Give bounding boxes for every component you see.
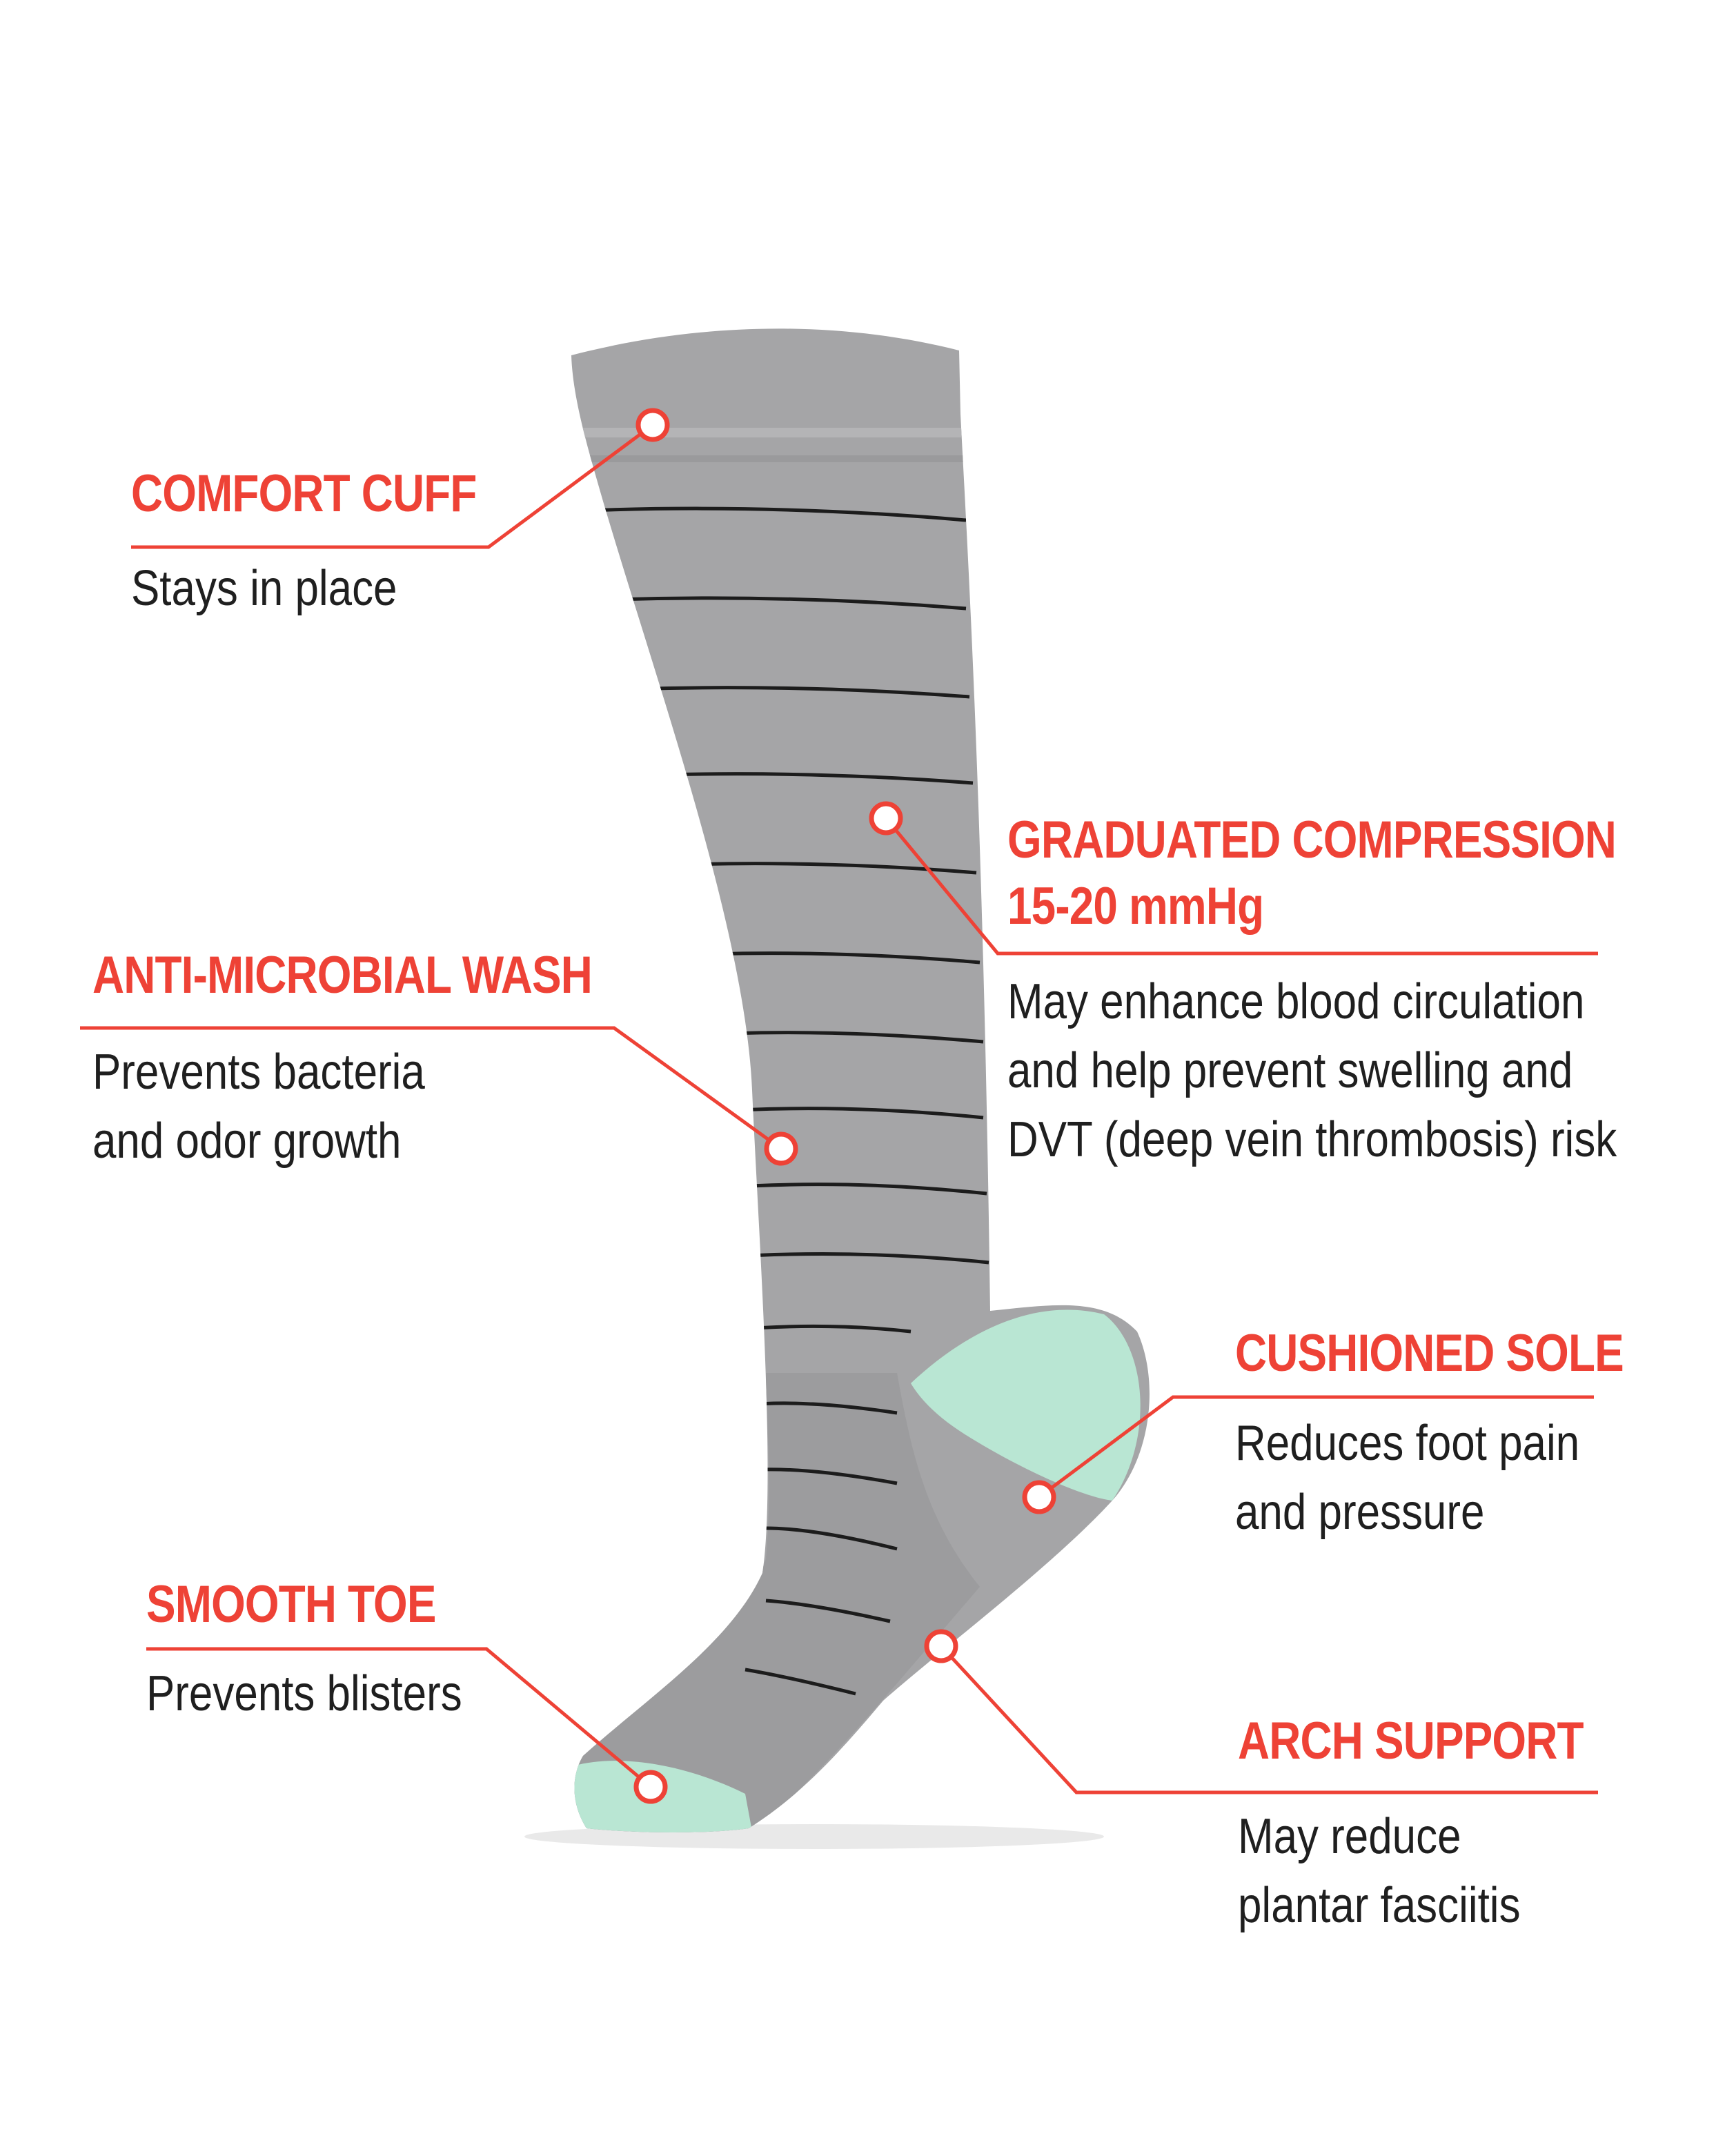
callout-desc-line: and odor growth bbox=[92, 1114, 402, 1169]
stripe bbox=[755, 1324, 911, 1334]
callout-description: Prevents bacteria and odor growth bbox=[92, 1038, 425, 1176]
stripe bbox=[748, 1252, 989, 1265]
leader-smooth-toe bbox=[146, 1647, 652, 1788]
cuff-band bbox=[571, 455, 1000, 462]
callout-title: GRADUATED COMPRESSION 15-20 mmHg bbox=[1007, 807, 1617, 940]
callout-description: Reduces foot pain and pressure bbox=[1235, 1409, 1579, 1547]
callout-description: May enhance blood circulation and help p… bbox=[1007, 967, 1617, 1174]
marker-dot-cushioned-sole bbox=[1022, 1480, 1056, 1514]
callout-description: Prevents blisters bbox=[146, 1659, 462, 1728]
marker-dot-smooth-toe bbox=[633, 1770, 668, 1804]
stripe bbox=[738, 1183, 987, 1196]
callout-title: ANTI-MICROBIAL WASH bbox=[92, 946, 593, 1005]
leader-cushioned-sole bbox=[1038, 1395, 1594, 1499]
stripe bbox=[586, 506, 967, 522]
callout-desc-line: DVT (deep vein thrombosis) risk bbox=[1007, 1112, 1617, 1167]
sock-foot-shade bbox=[571, 1373, 980, 1832]
stripe bbox=[762, 1467, 898, 1485]
leader-anti-microbial bbox=[80, 1026, 782, 1151]
marker-dot-graduated-compression bbox=[869, 801, 903, 835]
stripe bbox=[765, 1599, 891, 1623]
callout-desc-line: and pressure bbox=[1235, 1485, 1485, 1540]
callout-desc-line: May enhance blood circulation bbox=[1007, 974, 1585, 1029]
callout-desc-line: Stays in place bbox=[131, 561, 397, 616]
callout-desc-line: Prevents blisters bbox=[146, 1666, 462, 1721]
stripe bbox=[745, 1668, 856, 1696]
callout-title: COMFORT CUFF bbox=[131, 464, 477, 523]
callout-description: Stays in place bbox=[131, 554, 397, 623]
stripe bbox=[758, 1401, 898, 1415]
callout-title-line: 15-20 mmHg bbox=[1007, 877, 1264, 936]
stripe bbox=[724, 1107, 984, 1120]
leader-arch-support bbox=[940, 1645, 1598, 1794]
leader-graduated-compression bbox=[885, 817, 1598, 956]
marker-dot-comfort-cuff bbox=[635, 408, 670, 442]
callout-title: ARCH SUPPORT bbox=[1238, 1712, 1584, 1770]
callout-desc-line: plantar fasciitis bbox=[1238, 1878, 1521, 1933]
callout-title: SMOOTH TOE bbox=[146, 1575, 436, 1634]
marker-dot-anti-microbial bbox=[764, 1131, 798, 1166]
callout-desc-line: May reduce bbox=[1238, 1809, 1461, 1864]
stripe bbox=[765, 1526, 898, 1551]
callout-title: CUSHIONED SOLE bbox=[1235, 1324, 1624, 1383]
callout-desc-line: Prevents bacteria bbox=[92, 1045, 425, 1100]
leader-comfort-cuff bbox=[131, 423, 654, 549]
callout-description: May reduce plantar fasciitis bbox=[1238, 1802, 1521, 1940]
callout-title-line: GRADUATED COMPRESSION bbox=[1007, 811, 1617, 869]
callout-desc-line: Reduces foot pain bbox=[1235, 1416, 1580, 1471]
callout-markers bbox=[633, 408, 1056, 1804]
callout-leaders bbox=[80, 423, 1598, 1794]
sock-heel bbox=[911, 1309, 1141, 1501]
cuff-band bbox=[571, 428, 1000, 437]
callout-desc-line: and help prevent swelling and bbox=[1007, 1043, 1573, 1098]
marker-dot-arch-support bbox=[924, 1629, 958, 1663]
stripe bbox=[593, 596, 967, 611]
